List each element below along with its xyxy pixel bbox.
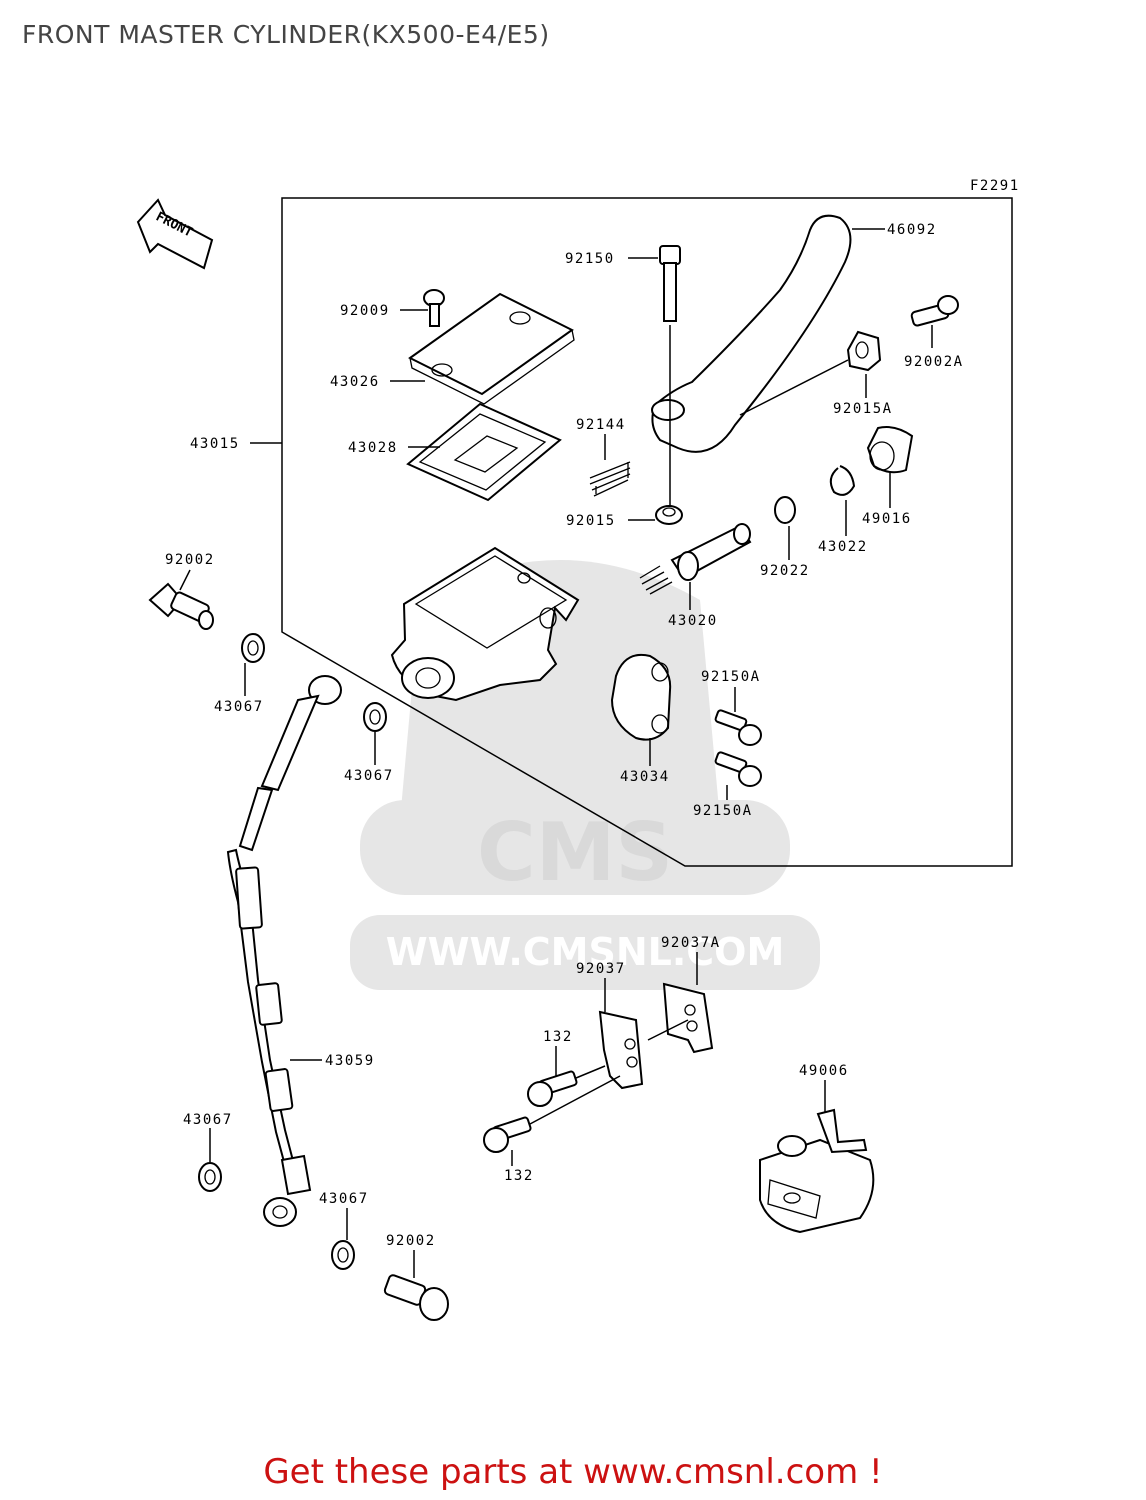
front-direction-arrow: FRONT xyxy=(136,198,214,270)
callout-92022: 92022 xyxy=(760,563,810,579)
leader-lines xyxy=(179,228,933,1278)
callout-92002-lower: 92002 xyxy=(386,1233,436,1249)
callout-43059: 43059 xyxy=(325,1053,375,1069)
copper-washer-4 xyxy=(331,1240,355,1270)
cover-screw xyxy=(423,289,445,327)
callout-132-lower: 132 xyxy=(504,1168,534,1184)
brake-hose xyxy=(226,675,342,1227)
callout-43034: 43034 xyxy=(620,769,670,785)
callout-92002A: 92002A xyxy=(904,354,964,370)
page-title: FRONT MASTER CYLINDER(KX500-E4/E5) xyxy=(22,20,550,49)
callout-43022: 43022 xyxy=(818,539,868,555)
callout-92150A-upper: 92150A xyxy=(701,669,761,685)
callout-132-upper: 132 xyxy=(543,1029,573,1045)
piston-washer xyxy=(774,496,796,524)
banjo-bolt-upper xyxy=(148,582,214,630)
banjo-bolt-lower xyxy=(383,1274,449,1321)
callout-43028: 43028 xyxy=(348,440,398,456)
diagram-code: F2291 xyxy=(970,178,1020,194)
pivot-bolt xyxy=(659,245,681,512)
callout-92015: 92015 xyxy=(566,513,616,529)
copper-washer-3 xyxy=(198,1162,222,1192)
assembly-43015-frame xyxy=(281,197,1013,867)
copper-washer-2 xyxy=(363,702,387,732)
callout-43067-4: 43067 xyxy=(319,1191,369,1207)
brake-lever xyxy=(651,214,852,453)
brake-light-switch xyxy=(759,1108,875,1234)
callout-43015: 43015 xyxy=(190,436,240,452)
callout-49006: 49006 xyxy=(799,1063,849,1079)
callout-43067-3: 43067 xyxy=(183,1112,233,1128)
diaphragm xyxy=(406,402,562,502)
callout-92037A: 92037A xyxy=(661,935,721,951)
adjust-bolt xyxy=(910,295,959,327)
callout-43067-2: 43067 xyxy=(344,768,394,784)
bracket-bolt-upper xyxy=(527,1070,578,1107)
callout-92150A-lower: 92150A xyxy=(693,803,753,819)
watermark-url-badge xyxy=(350,915,820,990)
callout-43067-1: 43067 xyxy=(214,699,264,715)
callout-92015A: 92015A xyxy=(833,401,893,417)
cms-watermark: CMS WWW.CMSNL.COM xyxy=(350,560,820,990)
handlebar-clamp xyxy=(610,654,672,741)
copper-washer-1 xyxy=(241,633,265,663)
callout-46092: 46092 xyxy=(887,222,937,238)
watermark-url-text: WWW.CMSNL.COM xyxy=(386,930,785,974)
piston-assembly xyxy=(639,523,752,595)
callout-92009: 92009 xyxy=(340,303,390,319)
clamp-bolt-lower xyxy=(714,751,762,787)
callout-92150: 92150 xyxy=(565,251,615,267)
callout-92002-upper: 92002 xyxy=(165,552,215,568)
clamp-bolt-upper xyxy=(714,709,762,746)
bracket-bolt-lower xyxy=(483,1116,532,1153)
circlip xyxy=(829,465,856,496)
callout-43026: 43026 xyxy=(330,374,380,390)
watermark-logo-badge xyxy=(360,800,790,895)
callout-92037: 92037 xyxy=(576,961,626,977)
callout-43020: 43020 xyxy=(668,613,718,629)
watermark-logo-text: CMS xyxy=(477,806,673,899)
lever-spring xyxy=(589,461,631,497)
footer-cta-link[interactable]: Get these parts at www.cmsnl.com ! xyxy=(263,1452,883,1492)
callout-92144: 92144 xyxy=(576,417,626,433)
lever-nut xyxy=(846,330,882,372)
callout-49016: 49016 xyxy=(862,511,912,527)
pivot-nut xyxy=(655,505,683,525)
hose-clamp-92037A xyxy=(662,982,714,1054)
dust-boot xyxy=(866,426,914,474)
master-cylinder-body xyxy=(390,546,580,702)
hose-clamp-92037 xyxy=(598,1010,644,1090)
